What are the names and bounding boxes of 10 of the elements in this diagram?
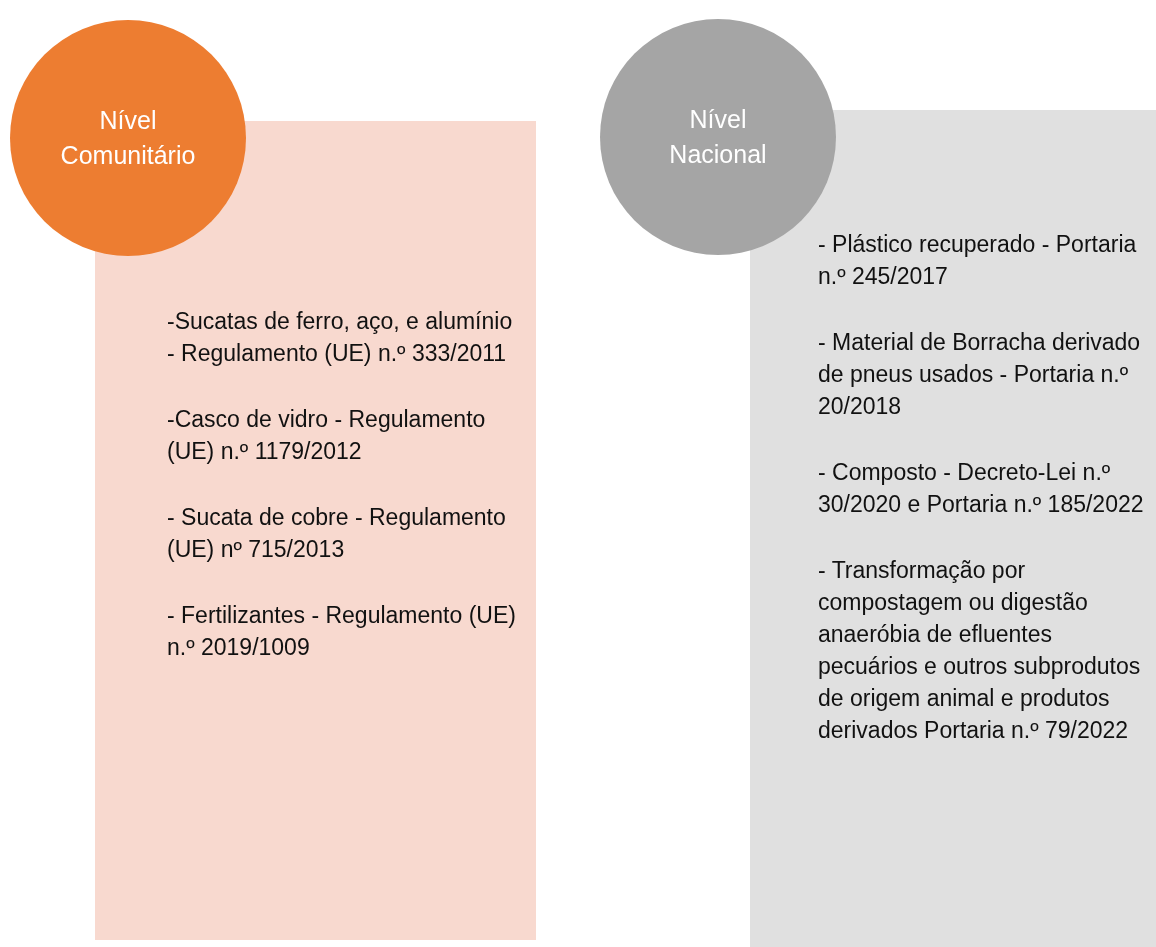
regulation-item: - Fertilizantes - Regulamento (UE) n.º 2019/1009 — [167, 601, 516, 662]
regulation-item: - Transformação por compostagem ou digestão anaeróbia de efluentes pecuários e outros subprodutos de origem animal e produtos derivados Portaria n.º 79/2022 — [818, 556, 1142, 745]
regulation-item: - Plástico recuperado - Portaria n.º 245/2017 — [818, 230, 1138, 291]
regulation-item: - Composto - Decreto-Lei n.º 30/2020 e Portaria n.º 185/2022 — [818, 458, 1145, 519]
regulation-item: - Material de Borracha derivado de pneus usados - Portaria n.º 20/2018 — [818, 328, 1142, 421]
regulation-item: -Casco de vidro - Regulamento (UE) n.º 1179/2012 — [167, 405, 487, 466]
regulation-item: - Sucata de cobre - Regulamento (UE) nº 715/2013 — [167, 503, 507, 564]
level-title: Nível Comunitário — [59, 105, 197, 171]
regulation-item: -Sucatas de ferro, aço, e alumínio - Regulamento (UE) n.º 333/2011 — [167, 307, 514, 368]
level-title: Nível Nacional — [668, 104, 768, 170]
